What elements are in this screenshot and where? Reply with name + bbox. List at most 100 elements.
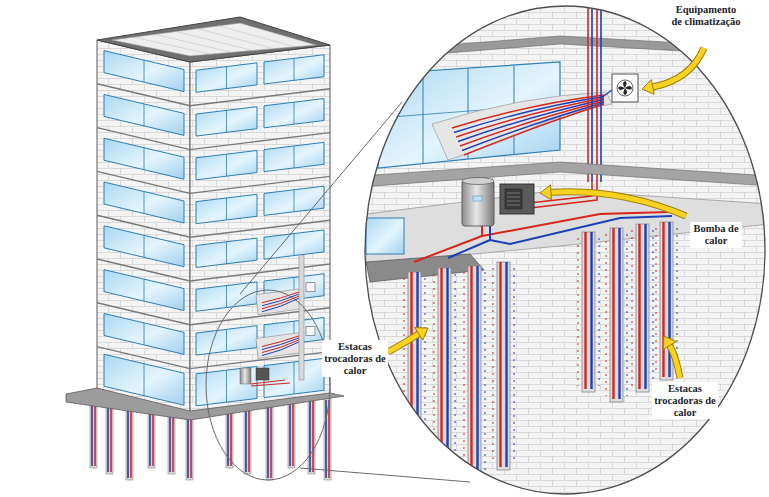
pile-pipe <box>328 400 330 478</box>
floor-line <box>190 220 330 237</box>
pile-pipe <box>590 232 592 389</box>
pile-pipe <box>638 224 640 389</box>
window-mullion <box>144 192 145 214</box>
flow-marks <box>455 274 456 476</box>
tank-top <box>462 178 494 185</box>
zoom-marker <box>206 290 330 480</box>
building-floor <box>104 51 324 93</box>
pile-pipe <box>476 266 478 473</box>
window-mullion <box>226 370 227 402</box>
arrow-shaft-outline <box>670 345 680 378</box>
window-mullion <box>226 110 227 132</box>
flow-marks <box>514 268 515 464</box>
zoom-background <box>360 0 769 497</box>
window-mullion <box>294 362 295 394</box>
fan-blade <box>625 86 632 90</box>
pile-pipe <box>270 400 272 478</box>
floor-cutaway <box>256 327 315 359</box>
window <box>104 270 184 311</box>
floor-line <box>190 264 330 281</box>
floor-line <box>97 259 190 281</box>
window-mullion <box>226 242 227 264</box>
floor-line <box>190 133 330 150</box>
heat-exchanger-pile <box>404 272 425 470</box>
arrow-shaft-outline <box>551 192 686 216</box>
flow-marks <box>653 230 654 386</box>
heating-pipe <box>262 342 300 356</box>
ac-unit <box>306 283 315 292</box>
arrow-head <box>415 328 428 341</box>
heating-pipe <box>262 298 300 312</box>
pile-pipe <box>470 266 472 473</box>
arrow-shaft-outline <box>388 334 419 352</box>
heating-pipe <box>262 338 300 350</box>
roof-grid <box>197 29 274 49</box>
callout-arrow <box>663 336 680 378</box>
cutaway <box>256 333 302 359</box>
window <box>264 99 324 128</box>
fan-blade <box>624 88 628 95</box>
building-face <box>97 40 190 412</box>
fan <box>617 80 633 96</box>
arrow-shaft-outline <box>653 48 704 87</box>
window <box>196 238 257 267</box>
pile-pipe <box>309 400 311 472</box>
mini-heat-pump <box>256 368 269 380</box>
tank <box>462 180 494 226</box>
heat-exchanger-pile <box>434 268 455 482</box>
fan-blade <box>618 87 625 91</box>
window <box>196 63 257 92</box>
window <box>196 194 257 223</box>
mini-pipes <box>251 380 290 386</box>
flow-marks <box>464 272 465 470</box>
riser-pipe <box>299 255 304 380</box>
floor-line <box>190 176 330 193</box>
middle-slab <box>360 162 769 187</box>
window <box>104 182 184 223</box>
pile-pipe <box>94 400 96 466</box>
window-mullion <box>226 67 227 89</box>
grille <box>507 197 520 198</box>
pile-body <box>308 398 315 474</box>
pile-body <box>497 262 510 470</box>
window <box>264 55 324 84</box>
pile-pipe <box>107 400 109 472</box>
window-mullion <box>144 104 145 126</box>
pile-pipe <box>325 400 327 478</box>
window <box>264 358 324 397</box>
ac-unit <box>612 74 638 102</box>
window <box>104 313 184 354</box>
pile-body <box>468 266 481 476</box>
flow-marks <box>425 278 426 464</box>
arrow-shaft <box>670 345 680 378</box>
window <box>196 326 257 355</box>
building-floor <box>97 84 330 136</box>
building <box>66 17 344 480</box>
window-mullion <box>144 148 145 170</box>
heat-pump <box>462 178 534 227</box>
pile-pipe <box>292 400 294 466</box>
pile-pipe <box>410 272 412 467</box>
window-mullion <box>226 154 227 176</box>
callout-label: Estacas trocadoras de calor <box>652 382 718 419</box>
pile-pipe <box>618 228 620 399</box>
pile-pipe <box>612 228 614 399</box>
zoom-circle <box>365 6 765 494</box>
heating-pipe <box>262 296 300 309</box>
window-mullion <box>226 329 227 351</box>
callout-label: Bomba de calor <box>690 222 742 248</box>
flow-marks <box>656 228 657 374</box>
pile-pipe <box>289 400 291 466</box>
pile-pipe <box>584 232 586 389</box>
roof <box>97 17 330 62</box>
pile-pipe <box>440 268 442 479</box>
flow-marks <box>404 278 405 464</box>
window <box>104 94 184 135</box>
pile-body <box>582 232 595 392</box>
zoom-line <box>300 468 470 482</box>
riser-pipe <box>596 0 598 182</box>
heat-exchanger-pile <box>632 224 653 392</box>
flow-marks <box>434 274 435 476</box>
pile-pipe <box>110 400 112 472</box>
